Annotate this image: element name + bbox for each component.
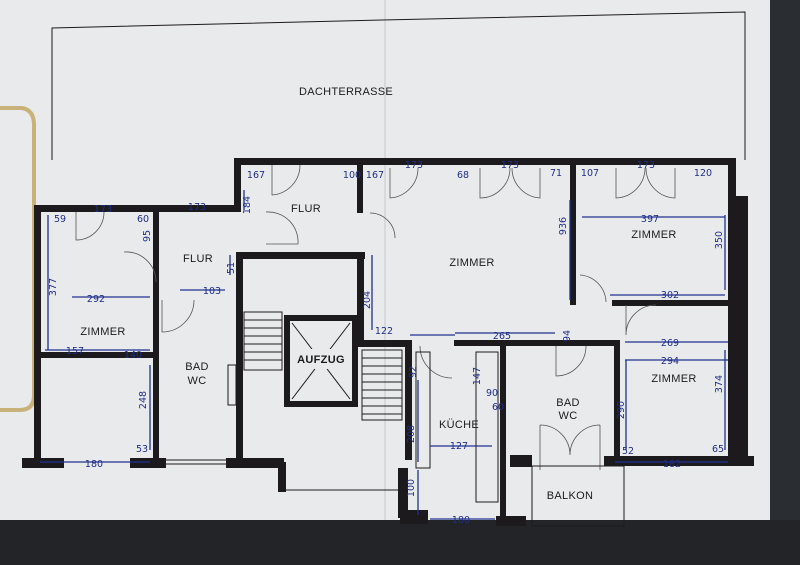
dim-label: 52 bbox=[622, 446, 634, 457]
outer-walls bbox=[22, 158, 754, 526]
elevator-label: AUFZUG bbox=[297, 354, 345, 366]
dim-label: 94 bbox=[562, 330, 573, 342]
wc-left-label: WC bbox=[188, 375, 207, 387]
interior-walls bbox=[34, 165, 732, 519]
dim-label: 147 bbox=[472, 367, 483, 385]
dim-label: 60 bbox=[492, 402, 504, 413]
dim-label: 248 bbox=[138, 391, 149, 409]
dim-label: 103 bbox=[203, 286, 221, 297]
dim-label: 167 bbox=[247, 170, 265, 181]
dim-label: 204 bbox=[362, 291, 373, 309]
bath-left-label: BAD bbox=[185, 361, 209, 373]
bath-right-label: BAD bbox=[556, 397, 580, 409]
dim-label: 51 bbox=[226, 262, 237, 274]
dim-label: 157 bbox=[66, 346, 84, 357]
dim-label: 68 bbox=[457, 170, 469, 181]
dim-label: 374 bbox=[714, 375, 725, 393]
dim-label: 180 bbox=[85, 459, 103, 470]
dim-label: 100 bbox=[343, 170, 361, 181]
kitchen-label: KÜCHE bbox=[439, 419, 479, 431]
dim-label: 65 bbox=[712, 444, 724, 455]
room-left-label: ZIMMER bbox=[80, 326, 125, 338]
dim-label: 107 bbox=[581, 168, 599, 179]
dim-label: 290 bbox=[616, 401, 627, 419]
dim-label: 173 bbox=[501, 160, 519, 171]
dim-label: 182 bbox=[663, 459, 681, 470]
hall-left-label: FLUR bbox=[183, 253, 213, 265]
dim-label: 95 bbox=[142, 230, 153, 242]
table-edge bbox=[0, 520, 800, 565]
dim-label: 184 bbox=[242, 196, 253, 214]
balcony-label: BALKON bbox=[547, 490, 593, 502]
dim-label: 377 bbox=[48, 278, 59, 296]
dim-label: 60 bbox=[137, 214, 149, 225]
dim-label: 180 bbox=[452, 515, 470, 526]
dim-label: 265 bbox=[493, 331, 511, 342]
dim-label: 936 bbox=[558, 217, 569, 235]
dim-label: 71 bbox=[550, 168, 562, 179]
dim-label: 173 bbox=[94, 204, 112, 215]
dim-label: 269 bbox=[661, 338, 679, 349]
room-right-label: ZIMMER bbox=[651, 373, 696, 385]
roof-terrace-label: DACHTERRASSE bbox=[299, 86, 393, 98]
dim-label: 122 bbox=[375, 326, 393, 337]
dimension-annotations: 167 100 167 173 68 173 71 107 173 120 18… bbox=[48, 160, 725, 526]
dim-label: 173 bbox=[188, 202, 206, 213]
dim-label: 90 bbox=[486, 388, 498, 399]
wc-right-label: WC bbox=[559, 410, 578, 422]
dim-label: 173 bbox=[405, 160, 423, 171]
dim-label: 294 bbox=[661, 356, 679, 367]
elevator-shaft bbox=[291, 322, 351, 400]
measurement-lines bbox=[40, 190, 728, 520]
dim-label: 397 bbox=[641, 214, 659, 225]
dim-label: 292 bbox=[87, 294, 105, 305]
hall-top-label: FLUR bbox=[291, 203, 321, 215]
dim-label: 140 bbox=[124, 350, 142, 361]
stairs bbox=[243, 311, 403, 421]
dim-label: 53 bbox=[136, 444, 148, 455]
dim-label: 59 bbox=[54, 214, 66, 225]
dim-label: 100 bbox=[406, 479, 417, 497]
dim-label: 127 bbox=[450, 441, 468, 452]
door-arcs bbox=[64, 164, 676, 527]
dim-label: 302 bbox=[661, 290, 679, 301]
dim-label: 120 bbox=[694, 168, 712, 179]
room-center-label: ZIMMER bbox=[449, 257, 494, 269]
dim-label: 173 bbox=[637, 160, 655, 171]
dim-label: 167 bbox=[366, 170, 384, 181]
dim-label: 350 bbox=[714, 231, 725, 249]
terrace-outline bbox=[51, 11, 746, 160]
dim-label: 92 bbox=[408, 366, 419, 378]
room-top-right-label: ZIMMER bbox=[631, 229, 676, 241]
dim-label: 208 bbox=[406, 425, 417, 443]
